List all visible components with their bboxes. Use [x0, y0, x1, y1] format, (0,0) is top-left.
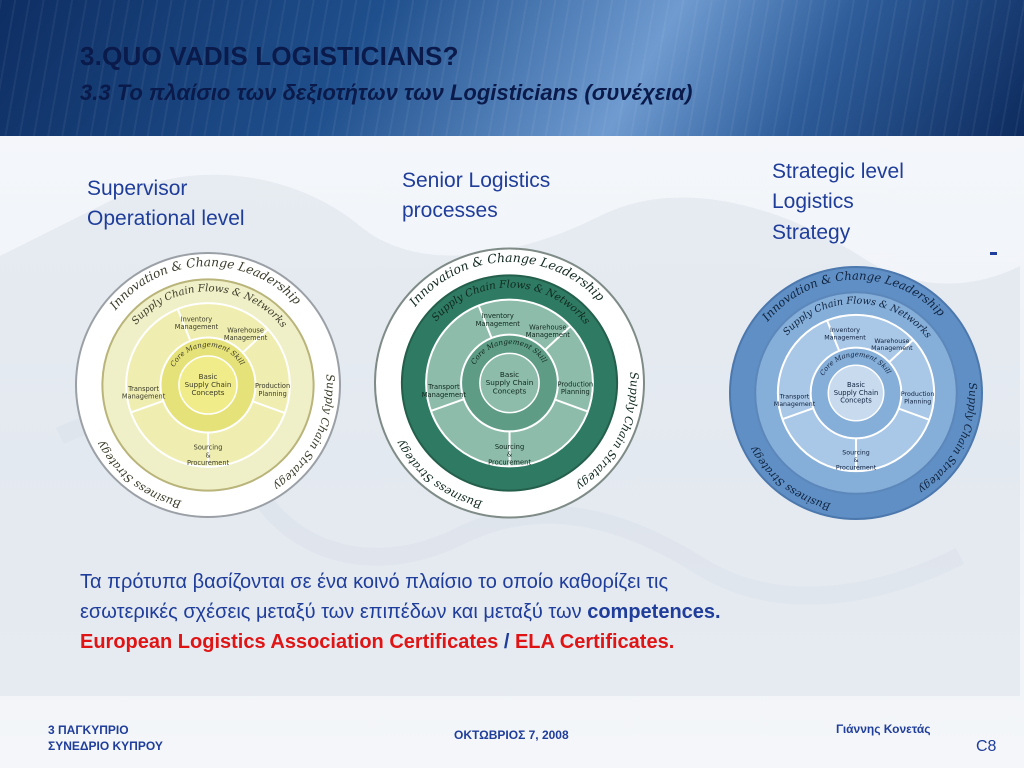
caption-separator: /	[498, 631, 515, 653]
level-label-line: Logistics	[772, 190, 854, 214]
segment-divider	[826, 320, 841, 352]
level-label-senior: Senior Logistics processes	[402, 166, 550, 227]
segment-divider	[252, 400, 286, 415]
caption-ela-short: ELA Certificates.	[514, 631, 675, 653]
footer-conference-line: 3 ΠΑΓΚΥΠΡΙΟ	[48, 723, 129, 737]
footer-conference-line: ΣΥΝΕΔΡΙΟ ΚΥΠΡΟΥ	[48, 739, 163, 754]
segment-label: Sourcing&Procurement	[488, 443, 531, 467]
segment-divider	[130, 399, 164, 414]
footer-conference: 3 ΠΑΓΚΥΠΡΙΟ ΣΥΝΕΔΡΙΟ ΚΥΠΡΟΥ	[48, 722, 163, 754]
segment-label: Sourcing&Procurement	[836, 450, 877, 472]
caption-ela-full: European Logistics Association Certifica…	[80, 631, 499, 653]
level-label-line: Operational level	[87, 207, 245, 231]
caption-line-2a: εσωτερικές σχέσεις μεταξύ των επιπέδων κ…	[80, 601, 588, 623]
segment-divider	[782, 407, 814, 421]
level-label-line: Senior Logistics	[402, 169, 551, 192]
level-label-line: Strategy	[772, 220, 851, 244]
level-label-line: processes	[402, 199, 498, 223]
segment-divider	[242, 328, 269, 354]
caption-line-1: Τα πρότυπα βασίζονται σε ένα κοινό πλαίσ…	[80, 571, 669, 593]
center-disk	[827, 364, 885, 422]
segment-divider	[888, 339, 914, 363]
segment-divider	[544, 325, 572, 351]
page-number: C8	[976, 738, 997, 755]
level-label-line: Strategic level	[772, 160, 904, 183]
footer-author: Γιάννης Κονετάς	[836, 722, 931, 736]
dash-mark	[990, 252, 997, 255]
center-disk	[178, 355, 238, 415]
page-subtitle: 3.3 Το πλαίσιο των δεξιοτήτων των Logist…	[80, 80, 693, 105]
segment-divider	[554, 398, 589, 413]
level-label-supervisor: Supervisor Operational level	[87, 174, 245, 235]
header-banner	[0, 0, 1024, 136]
segment-divider	[430, 398, 465, 412]
footer-date: ΟΚΤΩΒΡΙΟΣ 7, 2008	[454, 728, 569, 742]
level-label-strategic: Strategic level Logistics Strategy	[772, 157, 904, 248]
segment-label: Sourcing&Procurement	[187, 444, 230, 467]
caption-competences: competences.	[587, 601, 721, 623]
caption-text: Τα πρότυπα βασίζονται σε ένα κοινό πλαίσ…	[80, 567, 980, 657]
segment-divider	[176, 308, 192, 342]
caption-line-3: European Logistics Association Certifica…	[80, 627, 980, 657]
level-label-line: Supervisor	[87, 177, 188, 200]
segment-divider	[477, 305, 493, 339]
segment-divider	[898, 407, 930, 421]
center-disk	[479, 352, 540, 414]
caption-line-2: εσωτερικές σχέσεις μεταξύ των επιπέδων κ…	[80, 597, 980, 627]
page-title: 3.QUO VADIS LOGISTICIANS?	[80, 41, 459, 71]
